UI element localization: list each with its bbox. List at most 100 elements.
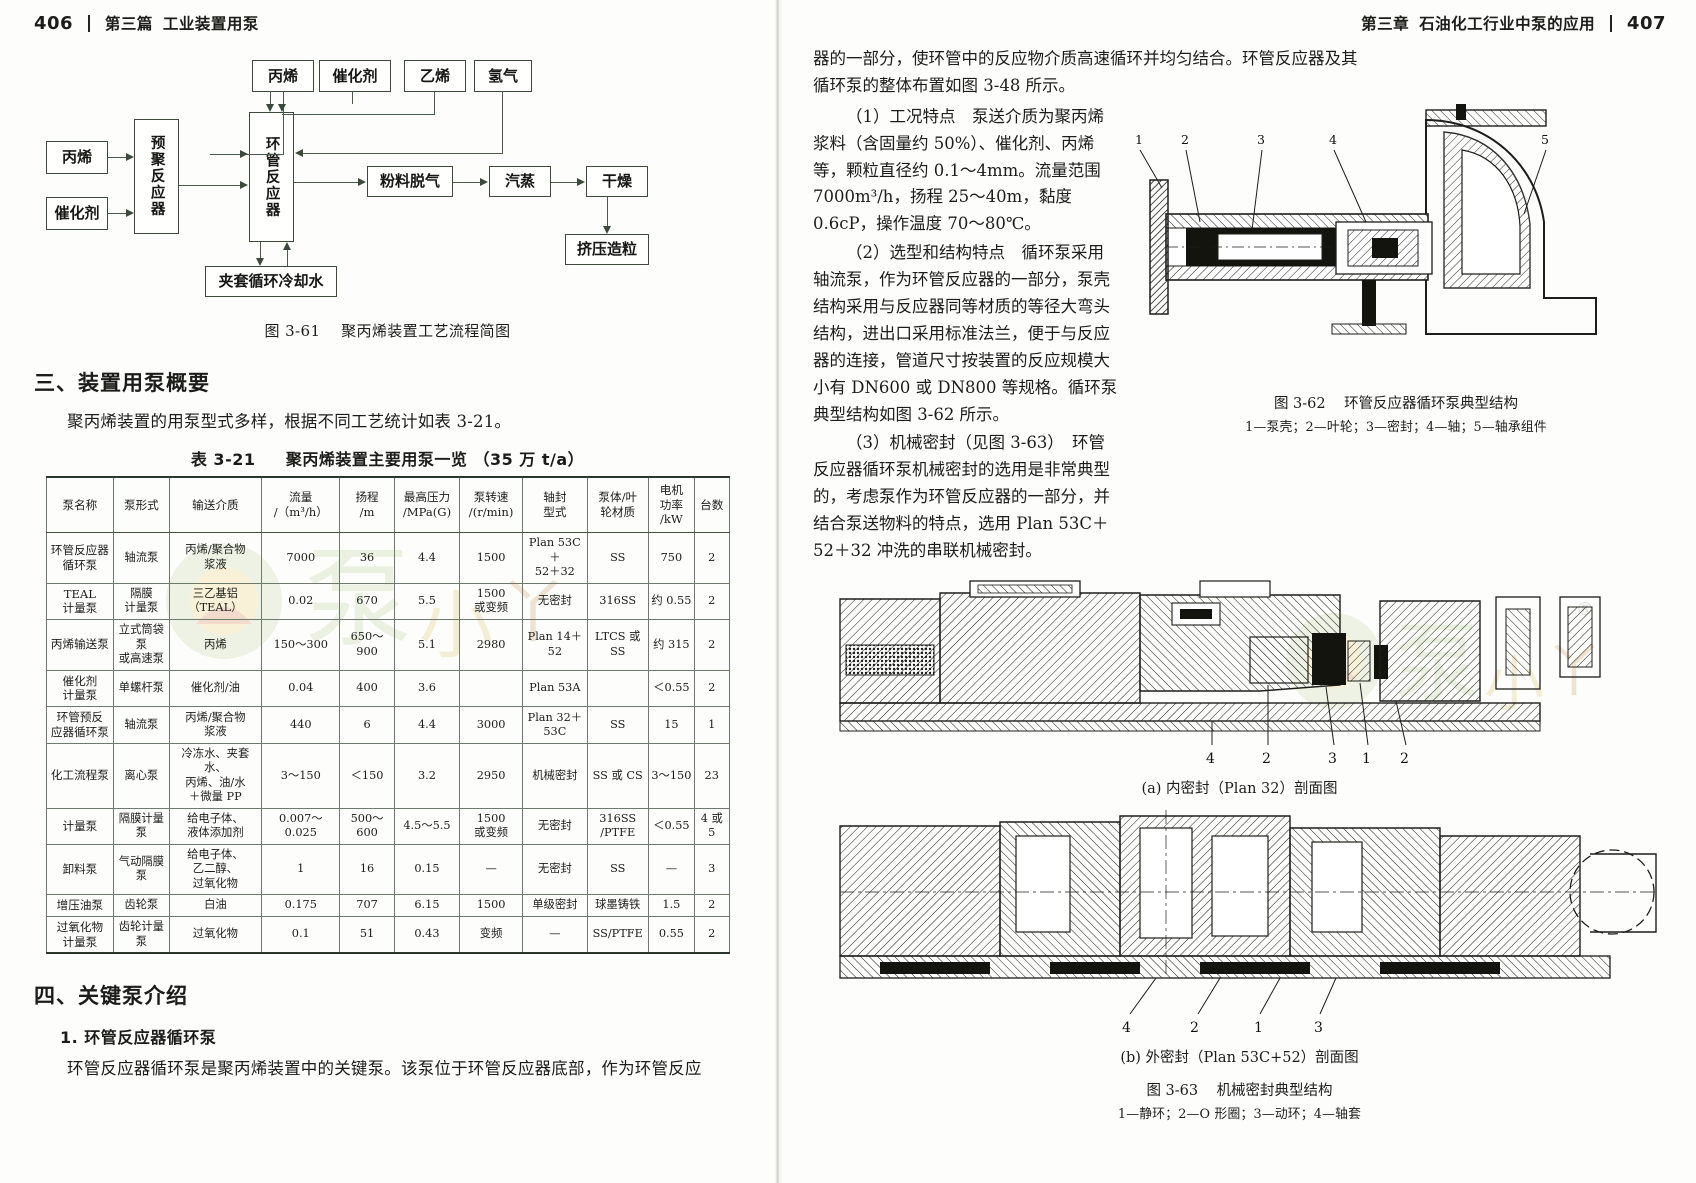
flow-arrow — [603, 226, 611, 234]
right-paragraph-1: （1）工况特点 泵送介质为聚丙烯浆料（含固量约 50%）、催化剂、丙烯等，颗粒直… — [813, 106, 1104, 234]
right-paragraph-3: （3）机械密封（见图 3-63） 环管反应器循环泵机械密封的选用是非常典型的，考… — [813, 433, 1110, 561]
item-heading-1: 1. 环管反应器循环泵 — [60, 1028, 217, 1048]
cell-max-pressure: 6.15 — [393, 893, 461, 917]
fig363b-callout-3: 3 — [1314, 1020, 1323, 1036]
cell-head: 6 — [339, 706, 395, 744]
right-page: 第三章 石油化工行业中泵的应用 407 器的一部分，使环管中的反应物介质高速循环… — [783, 0, 1696, 1183]
cell-speed: 变频 — [459, 915, 524, 955]
flow-line — [179, 185, 241, 187]
fig363a-callout-4: 4 — [1206, 751, 1215, 767]
figure-3-63-caption: 图 3-63 机械密封典型结构 — [813, 1079, 1666, 1100]
cell-flow: 0.175 — [261, 893, 341, 917]
page-gutter — [775, 0, 783, 1183]
cell-speed: 2950 — [459, 742, 524, 809]
table-header-row: 泵名称 泵形式 输送介质 流量 /（m³/h） 扬程 — [45, 475, 730, 534]
fig363-title: 机械密封典型结构 — [1216, 1082, 1333, 1099]
running-head-left: 406 第三篇 工业装置用泵 — [34, 12, 259, 34]
fig363b-callout-4: 4 — [1122, 1020, 1131, 1036]
col-medium: 输送介质 — [168, 475, 263, 534]
cell-pump-name: 催化剂计量泵 — [45, 669, 115, 708]
runhead-section-left: 第三篇 — [104, 15, 153, 33]
cell-head: 650～900 — [339, 619, 395, 671]
fig362-callout-4: 4 — [1329, 132, 1337, 147]
folio-right: 407 — [1626, 13, 1666, 34]
cell-medium: 给电子体、液体添加剂 — [168, 807, 263, 845]
cell-flow: 0.02 — [261, 582, 341, 621]
section-heading-4: 四、关键泵介绍 — [34, 984, 188, 1009]
runhead-divider-right — [1610, 15, 1613, 32]
cell-medium: 冷冻水、夹套水、丙烯、油/水＋微量 PP — [168, 742, 263, 809]
flow-line — [270, 92, 272, 104]
cell-max-pressure: 5.1 — [393, 619, 461, 671]
cell-seal: Plan 14＋52 — [522, 619, 588, 671]
flow-line — [607, 197, 609, 226]
cell-speed: 2980 — [459, 619, 524, 671]
cell-pump-name: 化工流程泵 — [45, 742, 115, 809]
cell-head: 670 — [339, 582, 395, 621]
cell-material: 316SS/PTFE — [586, 807, 649, 845]
cell-pump-form: 齿轮泵 — [113, 893, 170, 917]
section-heading-3: 三、装置用泵概要 — [34, 371, 210, 395]
cell-count: 23 — [693, 742, 730, 809]
flow-box-steam: 汽蒸 — [489, 166, 551, 197]
cell-max-pressure: 0.15 — [393, 843, 461, 895]
flow-box-jacket-cooling-water: 夹套循环冷却水 — [205, 266, 337, 297]
flow-box-propylene-top: 丙烯 — [252, 60, 314, 92]
flow-line — [294, 182, 358, 184]
cell-material: SS — [586, 532, 649, 584]
cell-power: ＜0.55 — [647, 807, 695, 845]
pumps-table: 泵名称 泵形式 输送介质 流量 /（m³/h） 扬程 — [45, 475, 730, 955]
col-motor-power: 电机 功率 /kW — [647, 475, 695, 534]
flow-line — [551, 182, 577, 184]
cell-flow: 440 — [261, 706, 341, 744]
flow-line — [283, 92, 285, 154]
cell-max-pressure: 4.5～5.5 — [393, 807, 461, 845]
folio-left: 406 — [34, 13, 74, 34]
cell-head: 707 — [339, 893, 395, 917]
flow-line — [303, 153, 503, 155]
flow-line — [352, 92, 354, 104]
cell-max-pressure: 5.5 — [393, 582, 461, 621]
cell-pump-form: 立式筒袋泵或高速泵 — [113, 619, 170, 671]
right-paragraph-2: （2）选型和结构特点 循环泵采用轴流泵，作为环管反应器的一部分，泵壳结构采用与反… — [813, 243, 1118, 424]
cell-count: 3 — [693, 843, 730, 895]
cell-pump-form: 轴流泵 — [113, 532, 170, 584]
table-number: 表 3-21 — [190, 449, 256, 469]
item-paragraph: 环管反应器循环泵是聚丙烯装置中的关键泵。该泵位于环管反应器底部，作为环管反应 — [67, 1059, 702, 1079]
cell-medium: 丙烯/聚合物浆液 — [168, 532, 263, 584]
flow-box-powder-degassing: 粉料脱气 — [367, 166, 453, 197]
cell-medium: 给电子体、乙二醇、过氧化物 — [168, 843, 263, 895]
fig362-callout-1: 1 — [1135, 132, 1143, 147]
cell-speed: 1500 — [459, 893, 524, 917]
table-caption: 聚丙烯装置主要用泵一览 — [285, 449, 468, 469]
cell-material: 球墨铸铁 — [586, 893, 649, 917]
table-container: 泵 小 丫 泵名称 泵形式 输送介质 — [34, 475, 741, 955]
cell-power: 750 — [647, 532, 695, 584]
fig363b-callout-2: 2 — [1190, 1020, 1199, 1036]
fig363a-callout-1: 1 — [1362, 751, 1371, 767]
cell-flow: 0.04 — [261, 669, 341, 708]
cell-seal: Plan 53A — [522, 669, 588, 708]
figure-3-62-legend: 1—泵壳；2—叶轮；3—密封；4—轴；5—轴承组件 — [1245, 419, 1547, 435]
figure-3-63-legend: 1—静环；2—O 形圈；3—动环；4—轴套 — [1117, 1106, 1362, 1122]
section-paragraph: 聚丙烯装置的用泵型式多样，根据不同工艺统计如表 3-21。 — [67, 412, 512, 431]
runhead-title-left: 工业装置用泵 — [162, 15, 259, 33]
flow-line — [108, 157, 126, 159]
right-paragraph-0: 器的一部分，使环管中的反应物介质高速循环并均匀结合。环管反应器及其循环泵的整体布… — [813, 49, 1358, 95]
table-title: 表 3-21 聚丙烯装置主要用泵一览 （35 万 t/a） — [34, 446, 741, 470]
flow-box-drying: 干燥 — [586, 166, 648, 197]
cell-count: 4 或 5 — [693, 807, 730, 845]
cell-seal: 机械密封 — [522, 742, 588, 809]
flow-line — [282, 114, 435, 116]
cell-pump-form: 轴流泵 — [113, 706, 170, 744]
col-pump-name: 泵名称 — [45, 475, 115, 534]
cell-pump-form: 隔膜计量泵 — [113, 807, 170, 845]
cell-power: 15 — [647, 706, 695, 744]
flow-line — [260, 242, 262, 258]
cell-medium: 丙烯/聚合物浆液 — [168, 706, 263, 744]
cell-flow: 150～300 — [261, 619, 341, 671]
